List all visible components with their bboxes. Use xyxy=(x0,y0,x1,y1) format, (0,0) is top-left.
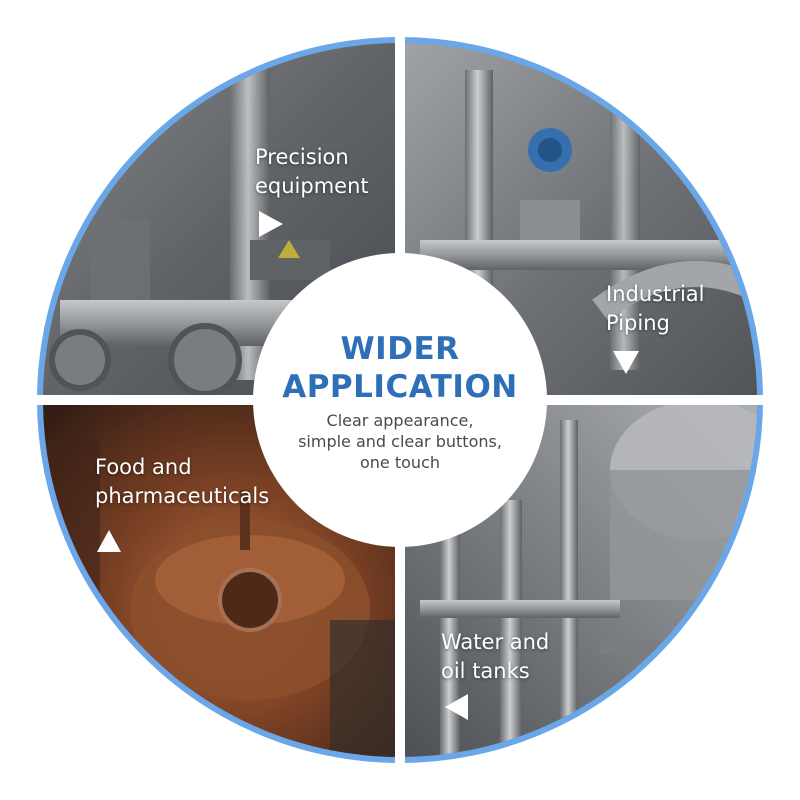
segment-label-line: equipment xyxy=(255,174,369,198)
right-triangle-icon[interactable] xyxy=(259,211,283,237)
center-subtitle-line: Clear appearance, xyxy=(326,411,474,430)
segment-label-precision-equipment: Precision equipment xyxy=(255,143,369,201)
segment-label-line: Food and xyxy=(95,455,192,479)
center-title-line: WIDER xyxy=(340,331,460,367)
center-title: WIDER APPLICATION xyxy=(250,330,550,406)
segment-label-line: pharmaceuticals xyxy=(95,484,270,508)
center-subtitle: Clear appearance, simple and clear butto… xyxy=(250,410,550,473)
segment-label-line: Water and xyxy=(441,630,550,654)
segment-label-line: oil tanks xyxy=(441,659,530,683)
segment-label-water-oil-tanks: Water and oil tanks xyxy=(441,628,549,686)
segment-label-industrial-piping: Industrial Piping xyxy=(606,280,705,338)
up-triangle-icon[interactable] xyxy=(97,530,121,552)
segment-label-line: Precision xyxy=(255,145,349,169)
center-subtitle-line: one touch xyxy=(360,453,440,472)
center-disc xyxy=(253,253,547,547)
segment-label-food-pharmaceuticals: Food and pharmaceuticals xyxy=(95,453,269,511)
down-triangle-icon[interactable] xyxy=(613,351,639,374)
segment-label-line: Industrial xyxy=(606,282,705,306)
center-title-line: APPLICATION xyxy=(282,369,518,405)
center-subtitle-line: simple and clear buttons, xyxy=(298,432,502,451)
left-triangle-icon[interactable] xyxy=(445,694,468,720)
segment-label-line: Piping xyxy=(606,311,670,335)
